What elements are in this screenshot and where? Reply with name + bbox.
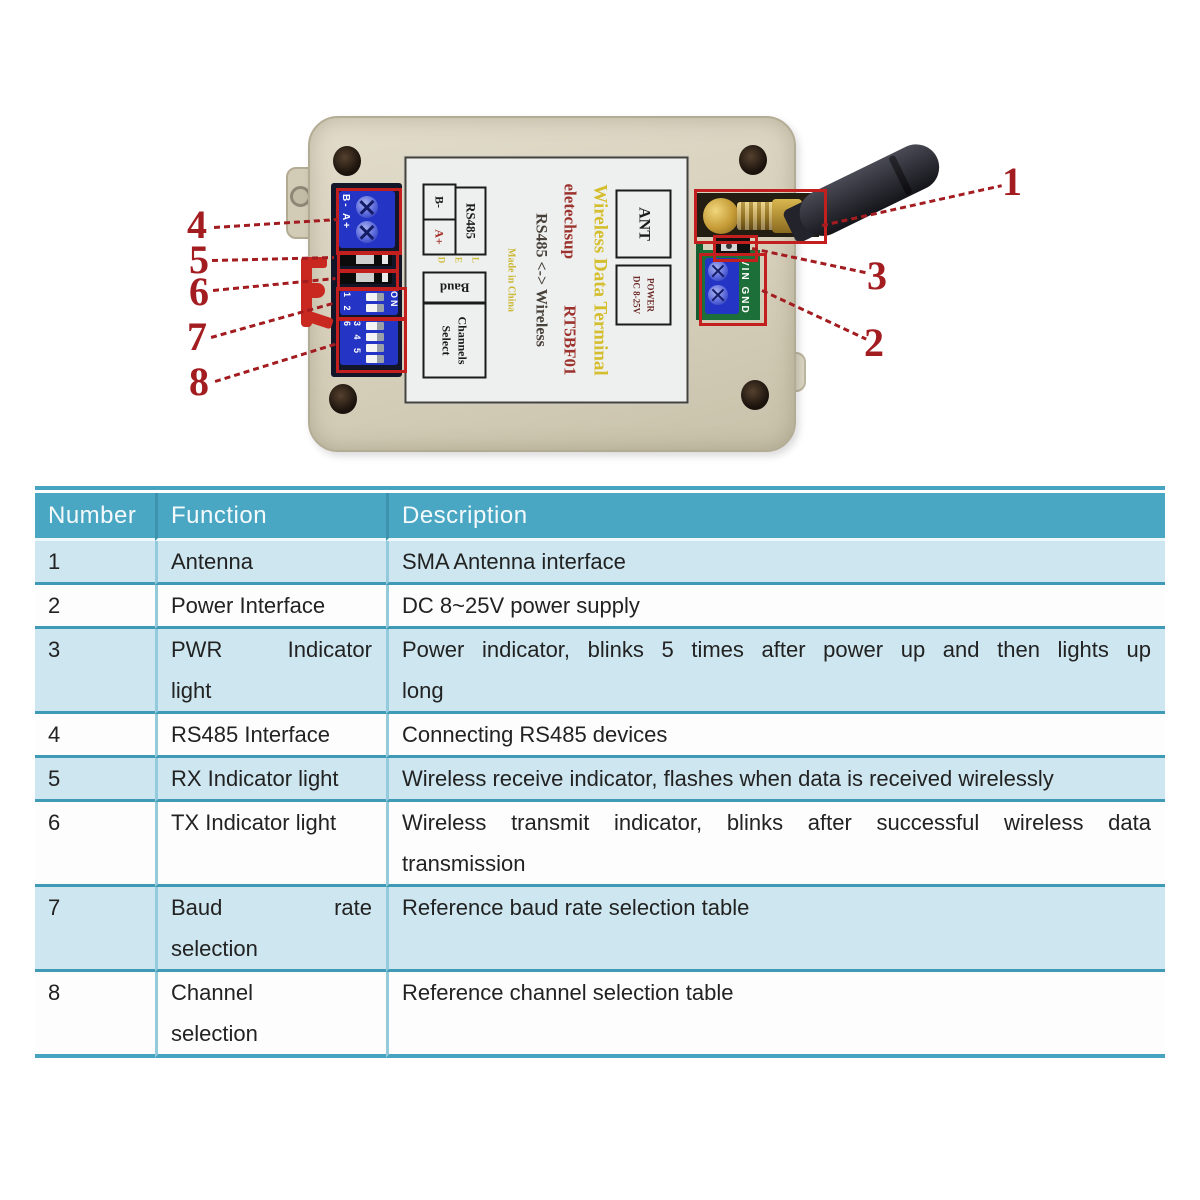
terminal-screw: [708, 285, 728, 305]
dip-switch-slider: [366, 355, 384, 363]
highlight-box-power-terminal: [699, 253, 767, 326]
cell-function: TX Indicator light: [155, 802, 386, 887]
cell-function: Antenna: [155, 541, 386, 585]
column-header-description: Description: [386, 493, 1165, 541]
label-model: RT5BF01: [560, 305, 580, 376]
screw-hole-top-left: [333, 146, 361, 176]
dip-switch-slider: [366, 293, 384, 301]
callout-number-5: 5: [189, 237, 209, 282]
highlight-box-channel-dip: [336, 317, 407, 373]
red-clip-arm: [301, 283, 325, 298]
label-origin: Made in China: [505, 248, 517, 312]
highlight-box-antenna: [694, 189, 827, 244]
cell-number: 8: [35, 972, 155, 1058]
table-header-row: Number Function Description: [35, 493, 1165, 541]
highlight-box-rs485: [336, 188, 402, 255]
label-rs485-box: RS485: [454, 186, 487, 256]
cell-number: 6: [35, 802, 155, 887]
dip-switch-slider: [366, 304, 384, 312]
cell-description: Wireless transmit indicator, blinks afte…: [386, 802, 1165, 887]
tx-led-chip: [356, 273, 374, 282]
label-a-plus-box: A+: [422, 218, 457, 256]
product-photo: ANT POWER DC 8-25V Wireless Data Termina…: [0, 0, 1200, 487]
callout-number-7: 7: [187, 314, 207, 359]
callout-number-6: 6: [189, 269, 209, 314]
cell-function: PWR Indicator light: [155, 629, 386, 714]
label-ant-box: ANT: [615, 189, 672, 259]
cell-number: 2: [35, 585, 155, 629]
screw-hole-bottom-left: [329, 384, 357, 414]
terminal-screw: [356, 221, 378, 243]
dip-channel-numbers: 3 4 5 6: [342, 321, 362, 357]
terminal-screw: [356, 196, 378, 218]
rs485-pin-labels: B- A+: [340, 194, 351, 231]
cell-description: DC 8~25V power supply: [386, 585, 1165, 629]
cell-number: 5: [35, 758, 155, 802]
callout-number-1: 1: [1002, 159, 1022, 204]
dip-switch-slider: [366, 322, 384, 330]
pwr-led-chip: [721, 241, 737, 251]
device-label: ANT POWER DC 8-25V Wireless Data Termina…: [404, 156, 689, 404]
label-subtitle: RS485 <-> Wireless: [532, 213, 550, 347]
cell-description: Connecting RS485 devices: [386, 714, 1165, 758]
cell-function: Power Interface: [155, 585, 386, 629]
cell-function: Baud rate selection: [155, 887, 386, 972]
cell-description: Wireless receive indicator, flashes when…: [386, 758, 1165, 802]
dip-on-label: ON: [389, 291, 399, 309]
cell-description: SMA Antenna interface: [386, 541, 1165, 585]
rx-led-chip: [356, 255, 374, 264]
callout-number-8: 8: [189, 359, 209, 404]
screw-hole-bottom-right: [741, 380, 769, 410]
cell-number: 3: [35, 629, 155, 714]
cell-description: Reference channel selection table: [386, 972, 1165, 1058]
terminal-screw: [708, 261, 728, 281]
callout-number-3: 3: [867, 253, 887, 298]
sma-connector-disc: [703, 198, 739, 234]
label-power-box: POWER DC 8-25V: [615, 264, 672, 326]
rx-led-tick: [382, 255, 388, 264]
cell-number: 4: [35, 714, 155, 758]
cell-description: Power indicator, blinks 5 times after po…: [386, 629, 1165, 714]
power-pin-labels: VIN GND: [739, 259, 750, 315]
label-led-letters: L E D: [436, 256, 481, 264]
callout-number-2: 2: [864, 320, 884, 365]
tx-led-tick: [382, 273, 388, 282]
column-header-function: Function: [155, 493, 386, 541]
label-brand: eletechsup: [560, 183, 580, 260]
cell-function: RS485 Interface: [155, 714, 386, 758]
label-b-minus-box: B-: [422, 183, 457, 221]
cell-number: 1: [35, 541, 155, 585]
dip-baud-numbers: 1 2: [342, 292, 352, 314]
callout-number-4: 4: [187, 202, 207, 247]
cell-function: Channel selection: [155, 972, 386, 1058]
red-clip-arm: [301, 257, 327, 268]
dip-switch-slider: [366, 333, 384, 341]
cell-function: RX Indicator light: [155, 758, 386, 802]
column-header-number: Number: [35, 493, 155, 541]
dip-switch-slider: [366, 344, 384, 352]
label-title: Wireless Data Terminal: [589, 184, 611, 376]
screw-hole-top-right: [739, 145, 767, 175]
label-baud-box: Baud: [422, 271, 487, 304]
cell-description: Reference baud rate selection table: [386, 887, 1165, 972]
highlight-box-baud-dip: [336, 287, 407, 321]
antenna-ring: [888, 154, 913, 196]
cell-number: 7: [35, 887, 155, 972]
label-channels-box: Channels Select: [422, 302, 487, 379]
